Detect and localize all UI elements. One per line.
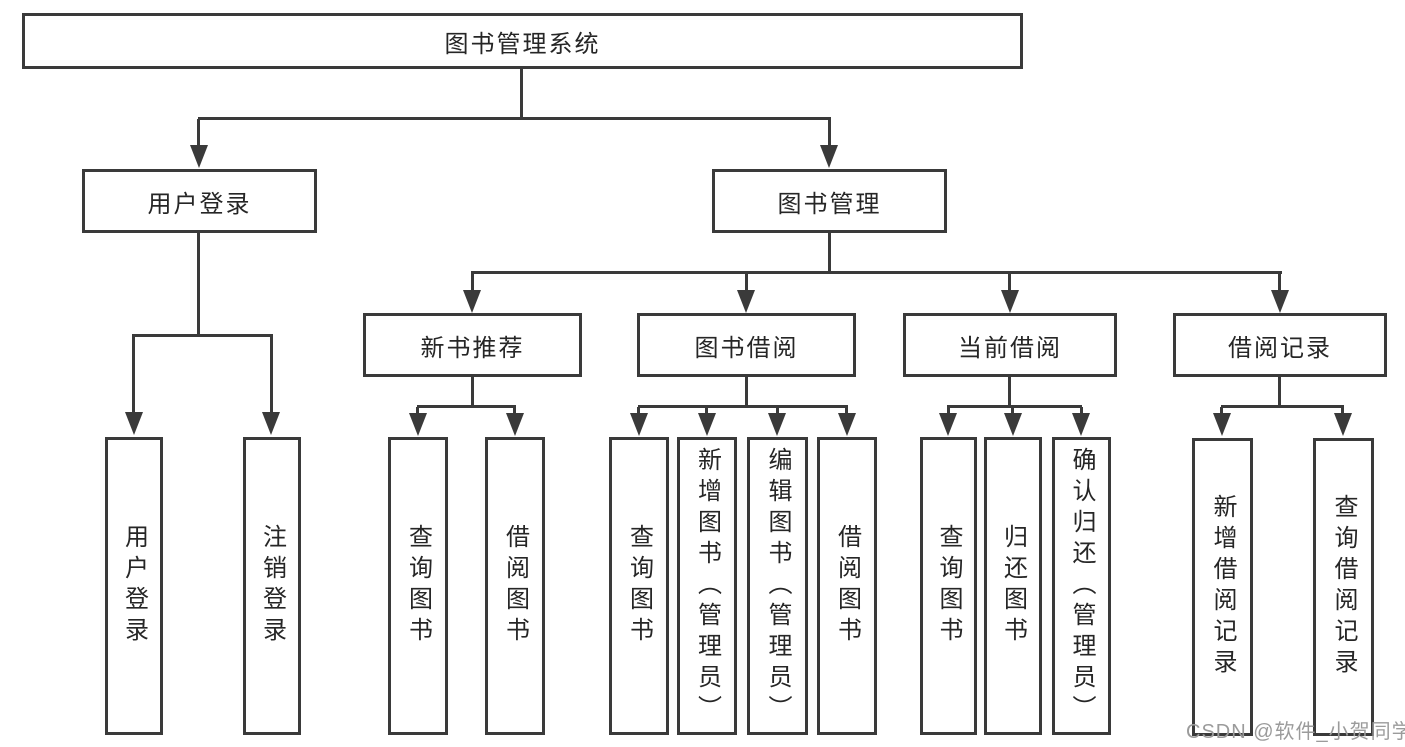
leaf-query-books-3-label: 查询图书 <box>935 524 962 648</box>
leaf-return-books-label: 归还图书 <box>999 524 1027 648</box>
arrow-down-icon <box>463 290 481 313</box>
arrow-down-icon <box>262 412 280 435</box>
connector-level2-bar <box>198 117 831 120</box>
connector-drop <box>270 336 273 414</box>
node-user-login-label: 用户登录 <box>147 190 252 218</box>
connector-current-bar <box>947 405 1082 408</box>
leaf-user-login: 用户登录 <box>105 437 163 735</box>
connector-drop-records <box>1278 274 1281 292</box>
connector-drop <box>416 407 419 415</box>
leaf-edit-books-admin-label: 编辑图书（管理员） <box>764 446 791 726</box>
node-book-mgmt-label: 图书管理 <box>777 190 882 218</box>
arrow-down-icon <box>1004 413 1022 436</box>
leaf-query-books-1: 查询图书 <box>388 437 448 735</box>
connector-drop-book-mgmt <box>828 119 831 147</box>
connector-drop <box>1080 407 1083 415</box>
csdn-watermark: CSDN @软件_小贺同学 <box>1186 721 1405 743</box>
arrow-down-icon <box>506 413 524 436</box>
leaf-borrow-books-2-label: 借阅图书 <box>833 524 861 648</box>
leaf-borrow-books-1: 借阅图书 <box>485 437 545 735</box>
leaf-query-books-2-label: 查询图书 <box>625 524 653 648</box>
connector-drop <box>947 407 950 415</box>
arrow-down-icon <box>838 413 856 436</box>
leaf-query-borrow-record-label: 查询借阅记录 <box>1330 494 1357 680</box>
arrow-down-icon <box>1334 413 1352 436</box>
connector-drop <box>776 407 779 415</box>
node-current: 当前借阅 <box>903 313 1117 377</box>
connector-drop-new-books <box>471 274 474 292</box>
arrow-down-icon <box>737 290 755 313</box>
node-book-mgmt: 图书管理 <box>712 169 947 233</box>
connector-borrowing-stem <box>745 377 748 408</box>
connector-drop <box>1341 407 1344 415</box>
leaf-add-borrow-record-label: 新增借阅记录 <box>1209 494 1236 680</box>
arrow-down-icon <box>1001 290 1019 313</box>
leaf-user-login-label: 用户登录 <box>120 524 148 648</box>
leaf-confirm-return-admin: 确认归还（管理员） <box>1052 437 1111 735</box>
arrow-down-icon <box>1213 413 1231 436</box>
connector-root-stem <box>520 69 523 119</box>
connector-borrowing-bar <box>638 405 848 408</box>
leaf-query-books-2: 查询图书 <box>609 437 669 735</box>
node-root: 图书管理系统 <box>22 13 1023 69</box>
connector-drop <box>513 407 516 415</box>
connector-drop-borrowing <box>745 274 748 292</box>
connector-records-stem <box>1278 377 1281 407</box>
connector-drop <box>705 407 708 415</box>
connector-current-stem <box>1008 377 1011 408</box>
connector-level3-bar <box>471 271 1282 274</box>
connector-book-mgmt-stem <box>828 233 831 274</box>
node-root-label: 图书管理系统 <box>444 30 601 58</box>
arrow-down-icon <box>698 413 716 436</box>
arrow-down-icon <box>630 413 648 436</box>
connector-new-books-stem <box>471 377 474 408</box>
connector-drop-current <box>1008 274 1011 292</box>
leaf-logout-label: 注销登录 <box>258 524 286 648</box>
connector-drop <box>845 407 848 415</box>
leaf-query-borrow-record: 查询借阅记录 <box>1313 438 1374 736</box>
arrow-down-icon <box>409 413 427 436</box>
leaf-edit-books-admin: 编辑图书（管理员） <box>747 437 808 735</box>
leaf-logout: 注销登录 <box>243 437 301 735</box>
connector-drop <box>637 407 640 415</box>
node-borrowing: 图书借阅 <box>637 313 856 377</box>
connector-drop-user-login <box>197 119 200 147</box>
connector-records-bar <box>1221 405 1344 408</box>
leaf-borrow-books-2: 借阅图书 <box>817 437 877 735</box>
node-user-login: 用户登录 <box>82 169 317 233</box>
node-current-label: 当前借阅 <box>958 334 1062 362</box>
node-new-books-label: 新书推荐 <box>420 334 525 362</box>
connector-new-books-bar <box>417 405 516 408</box>
arrow-down-icon <box>125 412 143 435</box>
connector-drop <box>1011 407 1014 415</box>
node-records: 借阅记录 <box>1173 313 1387 377</box>
leaf-confirm-return-admin-label: 确认归还（管理员） <box>1068 446 1095 726</box>
connector-user-login-bar <box>132 334 273 337</box>
leaf-add-books-admin: 新增图书（管理员） <box>677 437 737 735</box>
leaf-query-books-1-label: 查询图书 <box>404 524 432 648</box>
arrow-down-icon <box>820 145 838 168</box>
leaf-add-books-admin-label: 新增图书（管理员） <box>693 446 721 726</box>
node-records-label: 借阅记录 <box>1228 334 1332 362</box>
leaf-query-books-3: 查询图书 <box>920 437 977 735</box>
node-new-books: 新书推荐 <box>363 313 582 377</box>
leaf-return-books: 归还图书 <box>984 437 1042 735</box>
connector-drop <box>132 336 135 414</box>
leaf-add-borrow-record: 新增借阅记录 <box>1192 438 1253 736</box>
arrow-down-icon <box>768 413 786 436</box>
arrow-down-icon <box>190 145 208 168</box>
connector-user-login-stem <box>197 233 200 336</box>
leaf-borrow-books-1-label: 借阅图书 <box>501 524 529 648</box>
arrow-down-icon <box>1072 413 1090 436</box>
arrow-down-icon <box>1271 290 1289 313</box>
arrow-down-icon <box>939 413 957 436</box>
node-borrowing-label: 图书借阅 <box>694 334 799 362</box>
connector-drop <box>1220 407 1223 415</box>
